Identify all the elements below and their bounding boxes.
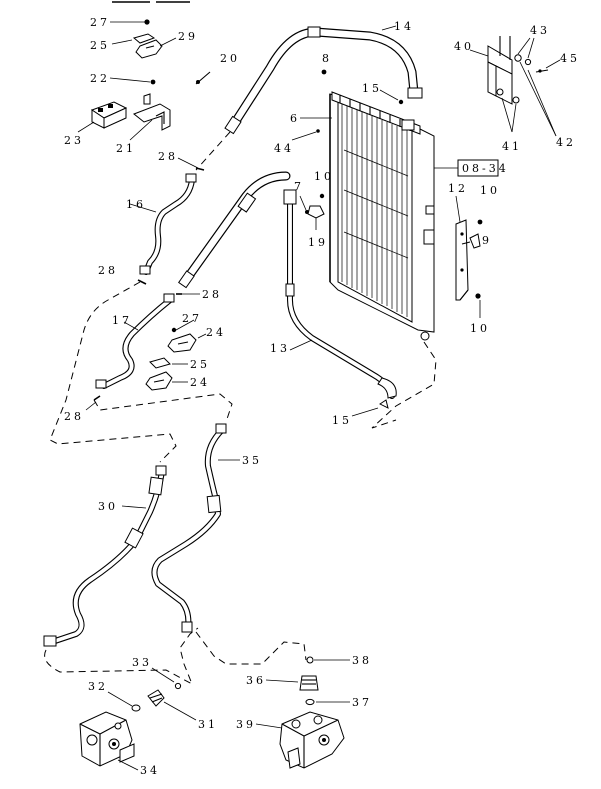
tube-13 <box>283 189 397 399</box>
oil-cooler-6 <box>300 91 435 341</box>
part-32-washer <box>107 691 141 712</box>
part-29-clamp <box>135 37 177 59</box>
callout-15: 15 <box>362 82 382 95</box>
callout-14: 14 <box>394 20 414 33</box>
part-15-clip-lower <box>351 399 389 417</box>
part-20-fitting <box>195 71 211 85</box>
callout-20: 20 <box>220 52 240 65</box>
part-8-bolt <box>321 69 327 75</box>
callout-39: 39 <box>236 718 256 731</box>
callout-9: 9 <box>482 234 492 247</box>
part-28-clip-d <box>85 395 101 411</box>
part-24-clamp-b <box>145 371 188 391</box>
callout-27: 27 <box>182 312 202 325</box>
part-19-clip <box>307 205 325 230</box>
callout-10: 10 <box>480 184 500 197</box>
tube-17 <box>95 293 175 389</box>
callout-labels: 27 25 29 22 20 23 21 14 8 15 6 44 40 43 … <box>64 16 580 777</box>
callout-12: 12 <box>448 182 468 195</box>
part-33-oring <box>151 667 182 690</box>
callout-7: 7 <box>294 180 304 193</box>
callout-16: 16 <box>126 198 146 211</box>
hose-14 <box>224 25 423 135</box>
part-10-nut-b <box>477 219 483 225</box>
callout-24: 24 <box>190 376 210 389</box>
callout-25: 25 <box>190 358 210 371</box>
bracket-12 <box>455 195 469 301</box>
callout-15: 15 <box>332 414 352 427</box>
cooler-fins <box>341 104 409 317</box>
callout-28: 28 <box>202 288 222 301</box>
bracket-assembly-40 <box>469 36 561 137</box>
callout-10: 10 <box>470 322 490 335</box>
top-tank-ribs <box>339 95 411 131</box>
valve-34 <box>79 711 139 771</box>
callout-28: 28 <box>64 410 84 423</box>
part-9-clip <box>461 233 481 249</box>
part-7-bolt <box>299 195 309 214</box>
reference-box-label: 08-34 <box>462 162 509 175</box>
callout-10: 10 <box>314 170 334 183</box>
reference-box: 08-34 <box>434 159 509 177</box>
callout-30: 30 <box>98 500 118 513</box>
valve-39 <box>255 711 345 769</box>
callout-23: 23 <box>64 134 84 147</box>
callout-43: 43 <box>530 24 550 37</box>
callout-38: 38 <box>352 654 372 667</box>
hose-middle <box>178 171 291 289</box>
callout-36: 36 <box>246 674 266 687</box>
callout-21: 21 <box>116 142 136 155</box>
part-37-oring <box>305 698 350 706</box>
callout-27: 27 <box>90 16 110 29</box>
tube-35 <box>151 423 240 633</box>
callout-22: 22 <box>90 72 110 85</box>
callout-37: 37 <box>352 696 372 709</box>
tube-30 <box>43 465 167 647</box>
part-44-screw <box>291 129 320 141</box>
callout-25: 25 <box>90 39 110 52</box>
callout-24: 24 <box>206 326 226 339</box>
part-10-nut-c <box>475 293 481 318</box>
callout-13: 13 <box>270 342 290 355</box>
callout-31: 31 <box>198 718 218 731</box>
callout-34: 34 <box>140 764 160 777</box>
part-28-clip-a <box>177 157 205 171</box>
callout-29: 29 <box>178 30 198 43</box>
callout-28: 28 <box>98 264 118 277</box>
part-22-nut <box>109 77 156 85</box>
callout-17: 17 <box>112 314 132 327</box>
callout-35: 35 <box>242 454 262 467</box>
part-15-clip-upper <box>379 89 404 105</box>
part-23-clamp-block <box>77 101 128 133</box>
part-36-fitting <box>265 675 319 691</box>
tube-16 <box>129 173 197 275</box>
part-10-nut-a <box>319 193 325 199</box>
callout-6: 6 <box>290 112 300 125</box>
callout-45: 45 <box>560 52 580 65</box>
part-27-bolt <box>110 19 150 25</box>
part-27-bolt-b <box>171 319 195 333</box>
part-25-spacer <box>111 33 156 45</box>
callout-32: 32 <box>88 680 108 693</box>
part-24-clamp-a <box>167 333 207 353</box>
dashed-routing <box>44 281 437 686</box>
part-25-spacer-b <box>149 357 188 369</box>
callout-28: 28 <box>158 150 178 163</box>
callout-8: 8 <box>322 52 332 65</box>
callout-40: 40 <box>454 40 474 53</box>
callout-33: 33 <box>132 656 152 669</box>
callout-41: 41 <box>502 140 522 153</box>
callout-44: 44 <box>274 142 294 155</box>
part-38-oring <box>306 656 350 664</box>
part-31-adapter <box>147 689 197 721</box>
callout-42: 42 <box>556 136 576 149</box>
callout-19: 19 <box>308 236 328 249</box>
part-21-bracket <box>129 93 171 141</box>
part-28-clip-b <box>137 279 147 285</box>
dash-link-top <box>195 131 231 171</box>
